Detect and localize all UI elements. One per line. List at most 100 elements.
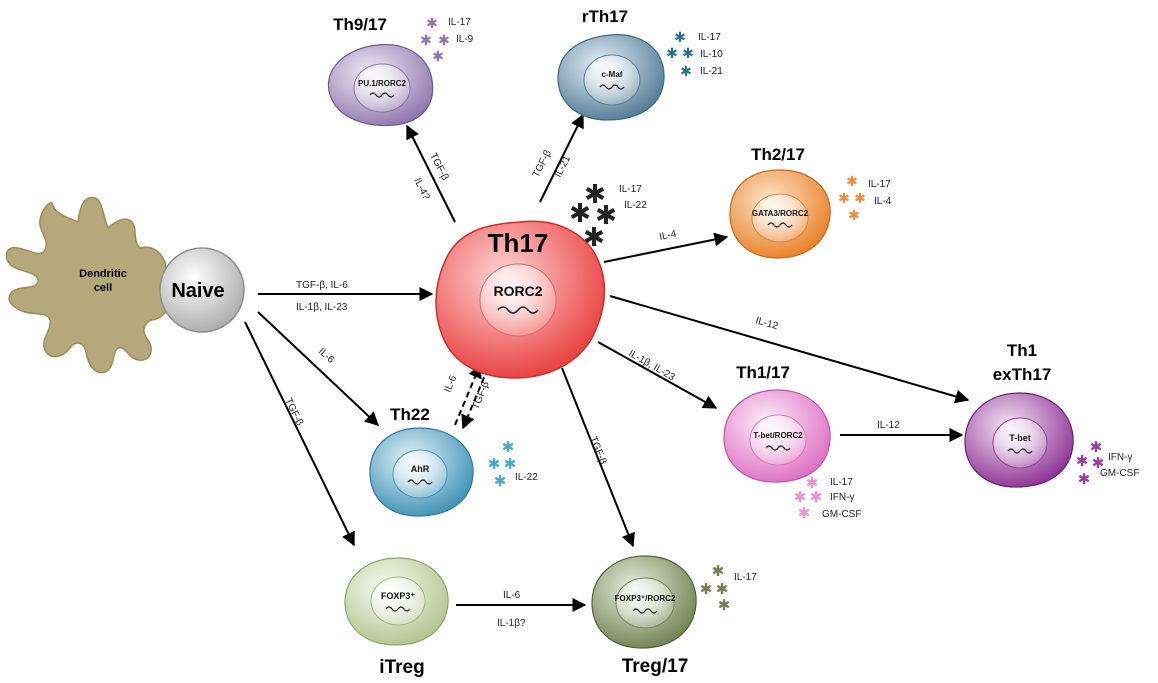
th1-17-cytokine-2: GM-CSF bbox=[822, 509, 861, 520]
th22-cytokines: ✱ ✱ ✱ ✱ IL-22 bbox=[488, 439, 539, 490]
naive-cell-label: Naive bbox=[171, 280, 224, 302]
th17-cytokine-0: IL-17 bbox=[619, 184, 642, 195]
star-icon: ✱ bbox=[1090, 439, 1103, 456]
arrow-th17-th1-17 bbox=[597, 341, 718, 409]
arrow-th17-th9 bbox=[406, 124, 456, 223]
star-icon: ✱ bbox=[595, 200, 617, 230]
itreg-title: iTreg bbox=[379, 657, 424, 678]
star-icon: ✱ bbox=[569, 198, 591, 228]
arrow-th17-th1 bbox=[609, 295, 970, 404]
label-th17-th9-a: TGF-β bbox=[427, 151, 450, 182]
rth17-cytokines: ✱ ✱ ✱ ✱ IL-17 IL-10 IL-21 bbox=[666, 29, 723, 79]
th2-17-title: Th2/17 bbox=[751, 145, 805, 164]
star-icon: ✱ bbox=[700, 581, 713, 598]
th17-tf-label: RORC2 bbox=[493, 283, 542, 299]
th17-title: Th17 bbox=[488, 228, 549, 258]
dendritic-cell-body bbox=[5, 196, 170, 374]
treg17-nucleus bbox=[615, 577, 675, 629]
label-th22-th17-a: IL-6 bbox=[443, 374, 460, 395]
label-itreg-treg17-bottom: IL-1β? bbox=[497, 618, 526, 629]
th2-17-cell: Th2/17 GATA3/RORC2 bbox=[729, 145, 831, 259]
th2-17-cytokines: ✱ ✱ ✱ ✱ IL-17 IL-4 bbox=[838, 173, 892, 223]
label-naive-itreg: TGF-β bbox=[282, 396, 305, 427]
dendritic-cell-label-2: cell bbox=[94, 282, 112, 294]
th17-cytokine-1: IL-22 bbox=[624, 200, 647, 211]
label-th17-th2: IL-4 bbox=[658, 229, 678, 243]
th1-exth17-cytokines: ✱ ✱ ✱ ✱ IFN-γ GM-CSF bbox=[1076, 439, 1140, 488]
star-icon: ✱ bbox=[680, 63, 692, 79]
star-icon: ✱ bbox=[494, 473, 507, 490]
th2-17-dna-icon bbox=[767, 222, 793, 228]
th1-17-cell: Th1/17 T-bet/RORC2 bbox=[723, 363, 831, 483]
star-icon: ✱ bbox=[666, 45, 678, 61]
star-icon: ✱ bbox=[1078, 471, 1091, 488]
arrow-naive-th22 bbox=[257, 311, 380, 426]
star-icon: ✱ bbox=[806, 475, 819, 492]
rth17-title: rTh17 bbox=[582, 7, 628, 26]
rth17-cell: rTh17 c-Maf bbox=[557, 7, 665, 121]
th1-17-cytokine-0: IL-17 bbox=[830, 477, 853, 488]
th1-17-nucleus bbox=[749, 414, 807, 466]
rth17-cytokine-2: IL-21 bbox=[700, 66, 723, 77]
star-icon: ✱ bbox=[810, 489, 823, 506]
label-th22-th17-b: TGF-β bbox=[471, 380, 492, 411]
star-icon: ✱ bbox=[438, 32, 450, 48]
itreg-cell: iTreg FOXP3⁺ bbox=[344, 557, 449, 678]
treg17-cytokines: ✱ ✱ ✱ ✱ IL-17 bbox=[700, 563, 758, 614]
th1-17-cytokines: ✱ ✱ ✱ ✱ IL-17 IFN-γ GM-CSF bbox=[794, 475, 862, 522]
star-icon: ✱ bbox=[712, 563, 725, 580]
star-icon: ✱ bbox=[584, 179, 606, 209]
th1-exth17-cell: Th1 exTh17 T-bet bbox=[964, 341, 1074, 488]
treg17-title: Treg/17 bbox=[622, 656, 689, 677]
treg17-dna-icon bbox=[632, 608, 658, 614]
th17-cytokines: ✱ ✱ ✱ ✱ IL-17 IL-22 bbox=[569, 179, 647, 252]
th9-17-cell: Th9/17 PU.1/RORC2 bbox=[327, 15, 434, 127]
label-th1-17-th1: IL-12 bbox=[877, 420, 900, 431]
itreg-dna-icon bbox=[385, 606, 411, 612]
star-icon: ✱ bbox=[838, 190, 850, 206]
star-icon: ✱ bbox=[846, 173, 858, 189]
th1-exth17-cytokine-0: IFN-γ bbox=[1108, 452, 1132, 463]
treg17-tf-label: FOXP3⁺/RORC2 bbox=[615, 594, 676, 603]
th17-dna-icon bbox=[497, 306, 539, 314]
arrow-th22-th17-dashed-up bbox=[454, 363, 482, 426]
star-icon: ✱ bbox=[848, 207, 860, 223]
star-icon: ✱ bbox=[674, 29, 686, 45]
th1-exth17-title-2: exTh17 bbox=[993, 365, 1052, 384]
star-icon: ✱ bbox=[426, 15, 438, 31]
th1-exth17-title-1: Th1 bbox=[1007, 341, 1037, 360]
rth17-cytokine-0: IL-17 bbox=[698, 32, 721, 43]
star-icon: ✱ bbox=[794, 489, 807, 506]
th1-exth17-tf-label: T-bet bbox=[1009, 433, 1031, 443]
th9-17-cytokines: ✱ ✱ ✱ ✱ IL-17 IL-9 bbox=[420, 15, 474, 64]
th2-17-tf-label: GATA3/RORC2 bbox=[752, 209, 809, 218]
th1-17-dna-icon bbox=[765, 445, 791, 451]
th1-exth17-dna-icon bbox=[1007, 448, 1033, 454]
star-icon: ✱ bbox=[502, 439, 515, 456]
dendritic-cell: Dendritic cell bbox=[5, 196, 170, 374]
label-naive-th22: IL-6 bbox=[316, 346, 336, 366]
th22-tf-label: AhR bbox=[411, 464, 430, 474]
th9-17-title: Th9/17 bbox=[333, 15, 387, 34]
star-icon: ✱ bbox=[682, 45, 694, 61]
arrows bbox=[244, 113, 970, 612]
th1-exth17-cytokine-1: GM-CSF bbox=[1100, 468, 1139, 479]
th9-17-nucleus bbox=[353, 63, 411, 113]
star-icon: ✱ bbox=[1076, 453, 1089, 470]
treg17-cell: Treg/17 FOXP3⁺/RORC2 bbox=[591, 555, 697, 677]
th1-exth17-nucleus bbox=[992, 417, 1048, 469]
naive-cell: Naive bbox=[159, 247, 245, 333]
arrow-naive-itreg bbox=[244, 321, 355, 547]
itreg-tf-label: FOXP3⁺ bbox=[381, 591, 416, 601]
star-icon: ✱ bbox=[504, 456, 517, 473]
rth17-nucleus bbox=[583, 54, 641, 106]
th9-17-dna-icon bbox=[369, 92, 395, 98]
th17-cell: Th17 RORC2 bbox=[435, 220, 606, 379]
label-th17-th1-17: IL-1β, IL-23 bbox=[627, 348, 677, 383]
itreg-nucleus bbox=[370, 576, 426, 626]
arrow-th17-rth17 bbox=[539, 113, 584, 203]
th9-17-cytokine-1: IL-9 bbox=[456, 34, 474, 45]
th1-17-title: Th1/17 bbox=[736, 363, 790, 382]
naive-cell-body bbox=[159, 247, 245, 333]
